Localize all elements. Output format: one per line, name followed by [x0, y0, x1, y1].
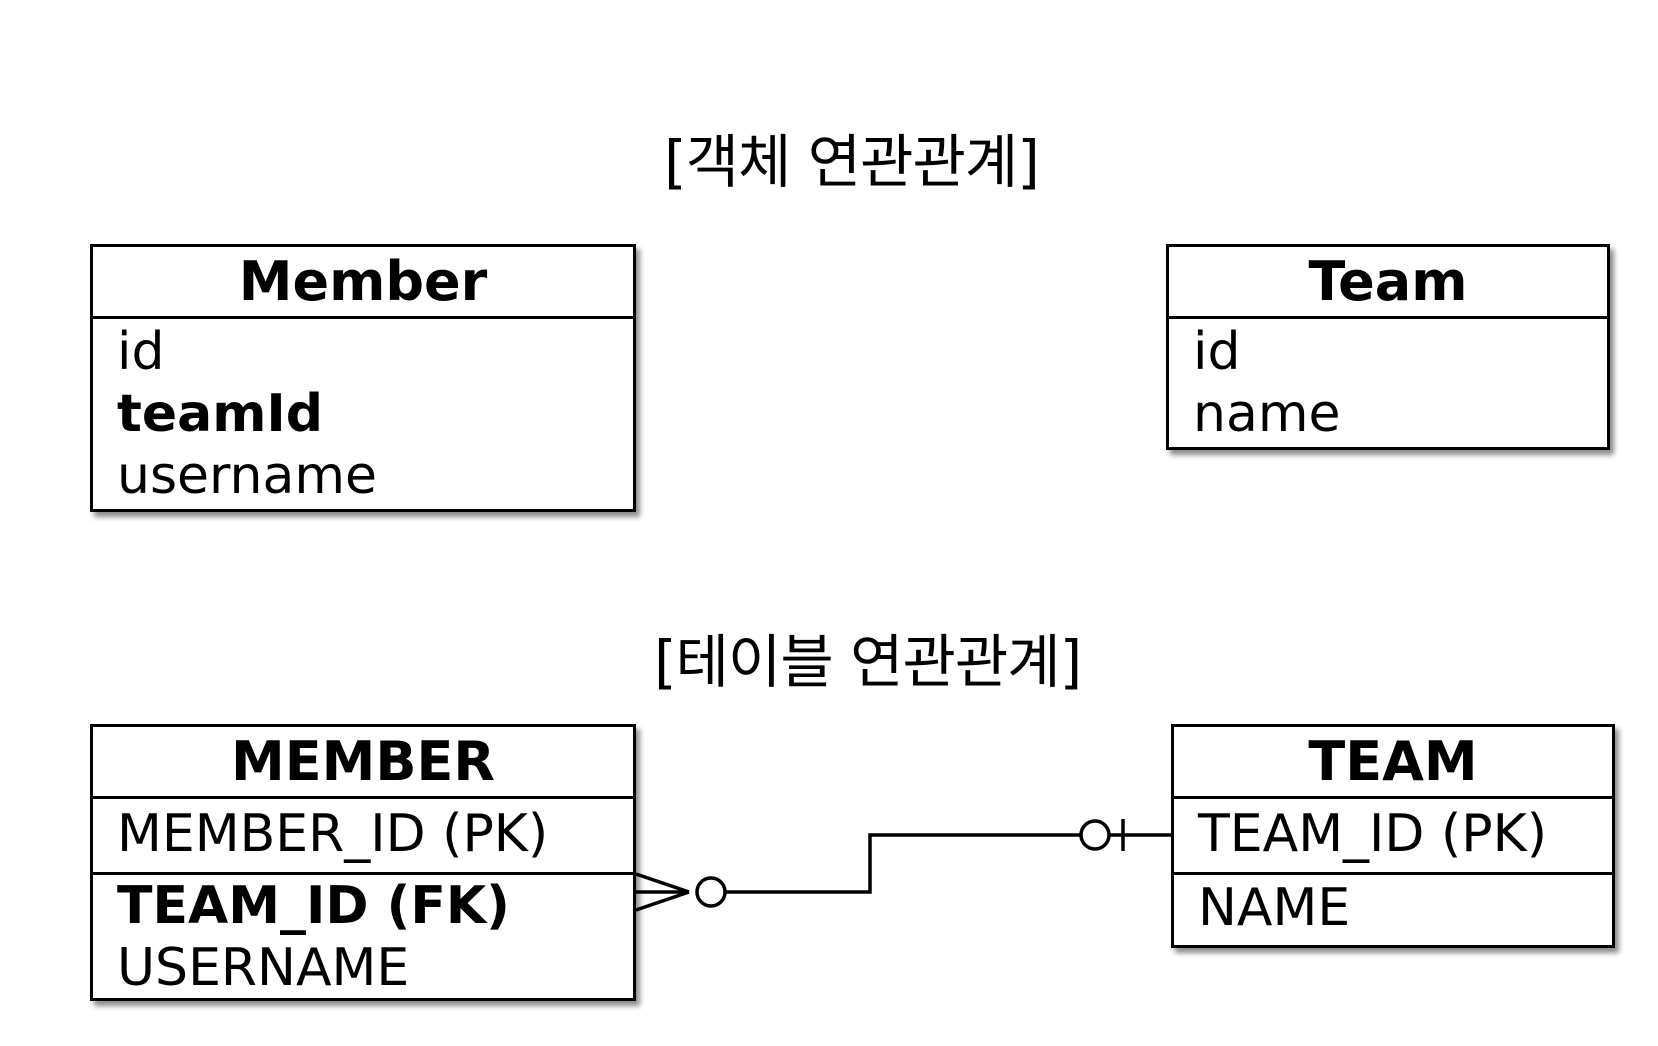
team-table-pk-section: TEAM_ID (PK) — [1174, 799, 1612, 872]
many-crowsfoot-marker — [635, 872, 690, 912]
team-side-zero-circle — [1079, 819, 1111, 851]
member-object-attr-teamid: teamId — [117, 384, 323, 444]
member-table-fk: TEAM_ID (FK) — [117, 876, 510, 936]
team-table-divider — [1174, 872, 1612, 875]
member-object-attr-id: id — [117, 322, 165, 382]
member-table-username: USERNAME — [117, 938, 410, 998]
team-table-columns-section: NAME — [1174, 875, 1612, 939]
team-object-attr-id: id — [1193, 322, 1241, 382]
team-table-entity: TEAM TEAM_ID (PK) NAME — [1171, 724, 1615, 948]
member-object-name: Member — [93, 247, 633, 319]
table-relation-title: [테이블 연관관계] — [654, 628, 1082, 696]
team-object-entity: Team id name — [1166, 244, 1610, 450]
team-object-attr-name: name — [1193, 384, 1341, 444]
member-table-pk: MEMBER_ID (PK) — [117, 804, 549, 864]
member-table-name: MEMBER — [93, 727, 633, 799]
relationship-line — [725, 833, 1081, 894]
member-table-pk-section: MEMBER_ID (PK) — [93, 799, 633, 872]
team-object-attributes: id name — [1169, 319, 1607, 445]
member-object-attributes: id teamId username — [93, 319, 633, 507]
team-table-name-column: NAME — [1198, 878, 1351, 938]
member-side-zero-circle — [695, 876, 727, 908]
member-object-attr-username: username — [117, 446, 377, 506]
object-relation-title: [객체 연관관계] — [664, 128, 1040, 196]
team-table-pk: TEAM_ID (PK) — [1198, 804, 1547, 864]
team-table-name: TEAM — [1174, 727, 1612, 799]
member-table-columns-section: TEAM_ID (FK) USERNAME — [93, 875, 633, 999]
member-object-entity: Member id teamId username — [90, 244, 636, 512]
team-object-name: Team — [1169, 247, 1607, 319]
member-table-divider — [93, 872, 633, 875]
member-table-entity: MEMBER MEMBER_ID (PK) TEAM_ID (FK) USERN… — [90, 724, 636, 1001]
